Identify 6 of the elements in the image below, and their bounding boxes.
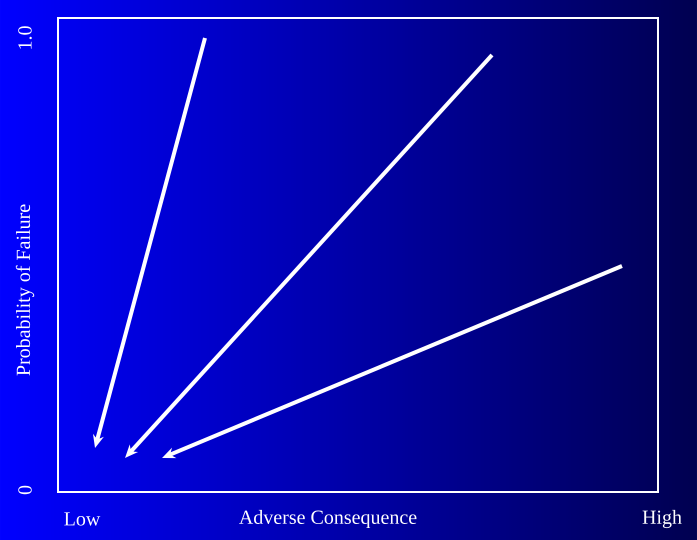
axis-end-label: High: [642, 510, 682, 528]
axis-title: Probability of Failure: [16, 204, 34, 376]
axis-end-label: Low: [64, 512, 100, 526]
axis-tick-label: 0: [18, 486, 32, 494]
axis-tick-label: 1.0: [18, 26, 32, 49]
axis-title: Adverse Consequence: [239, 510, 416, 528]
